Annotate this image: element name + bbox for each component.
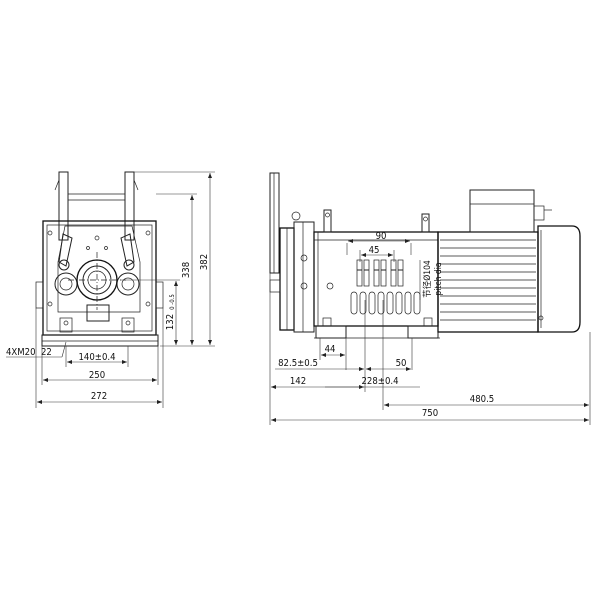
side-view: [269, 172, 581, 339]
dim-338: 338: [181, 262, 192, 278]
dim-44: 44: [325, 344, 336, 355]
dim-holes: 4XM20: [6, 347, 36, 358]
dim-140: 140±0.4: [78, 352, 115, 363]
front-dimensions: 382 338 132 0 -0.5 4XM20 22 140±0.4 250 …: [6, 171, 215, 408]
dim-132-tol: 0 -0.5: [169, 294, 176, 310]
dim-pitch-en: pitch dia: [434, 262, 444, 295]
dim-50: 50: [396, 358, 407, 369]
dim-hole-depth: 22: [41, 347, 52, 358]
dim-142: 142: [290, 376, 306, 387]
housing-ribs: [350, 291, 421, 315]
dim-45: 45: [369, 245, 380, 256]
front-base: [41, 334, 159, 347]
dim-750: 750: [422, 408, 438, 419]
sheave-grooves: [356, 259, 404, 287]
right-bracket-arm: [124, 171, 135, 241]
left-bracket-arm: [58, 171, 69, 241]
motor-end-cap: [537, 225, 581, 333]
dim-382: 382: [199, 254, 210, 270]
motor-body: [437, 231, 539, 333]
dim-480-5: 480.5: [470, 394, 494, 405]
front-view: [35, 171, 164, 347]
dim-250: 250: [89, 370, 105, 381]
dim-132: 132: [165, 314, 176, 330]
side-dimensions: 90 45 节径Ø104 pitch dia 44 82.5±0.5 50 14…: [269, 231, 591, 425]
terminal-box: [469, 189, 535, 233]
dim-pitch-cn: 节径Ø104: [422, 260, 433, 298]
side-bracket-arm: [269, 172, 280, 274]
dim-82-5: 82.5±0.5: [278, 358, 318, 369]
dim-228: 228±0.4: [361, 376, 398, 387]
dim-272: 272: [91, 391, 107, 402]
dim-90: 90: [376, 231, 387, 242]
